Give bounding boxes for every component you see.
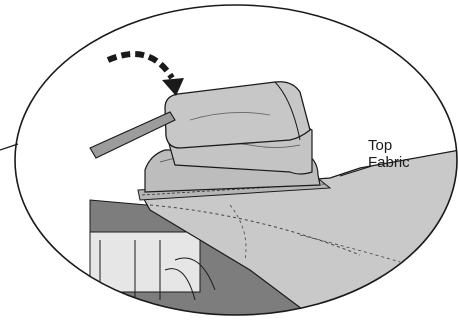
- callout-label-fabric: Fabric: [368, 154, 410, 171]
- rolled-fabric-top: [165, 82, 310, 148]
- bed-front-panel: [90, 232, 200, 292]
- callout-label-top: Top: [368, 137, 392, 154]
- oval-scene: [90, 54, 459, 320]
- curved-dashed-arrow-icon: [108, 54, 184, 96]
